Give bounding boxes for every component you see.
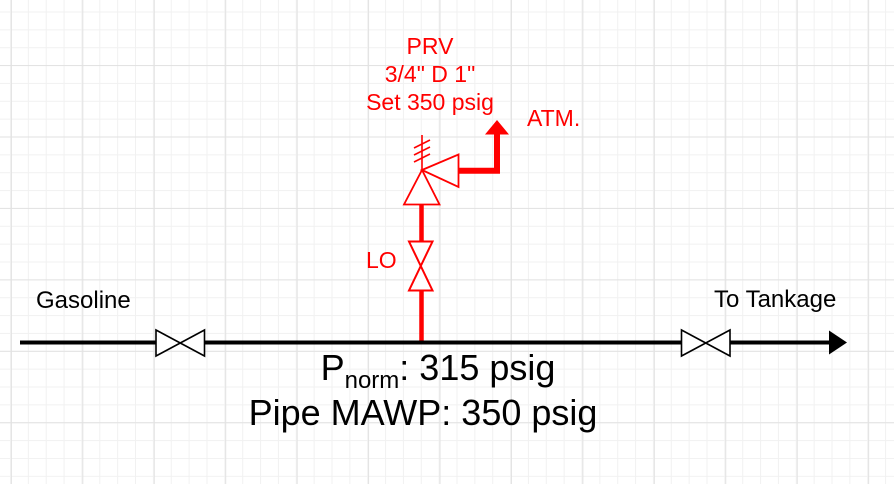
atm-label: ATM. <box>527 105 581 131</box>
prv-tag-label: PRV <box>406 33 454 59</box>
pressure-value: : 315 psig <box>399 347 556 388</box>
spring-icon <box>413 135 431 170</box>
prv-size-label: 3/4" D 1" <box>384 61 476 87</box>
gate-valve-right-icon <box>680 328 731 358</box>
normal-pressure-note: Pnorm: 315 psig <box>320 347 556 393</box>
prv-label-block: PRV 3/4" D 1" Set 350 psig <box>366 32 494 116</box>
pressure-symbol: P <box>320 347 345 388</box>
atm-vent-line <box>458 134 500 174</box>
lo-gate-valve-icon <box>407 240 435 292</box>
pressure-subscript: norm <box>344 367 400 395</box>
mawp-note: Pipe MAWP: 350 psig <box>248 392 598 433</box>
prv-set-pressure-label: Set 350 psig <box>366 89 494 115</box>
prv-relief-valve-icon <box>402 153 460 206</box>
lock-open-label: LO <box>366 247 397 273</box>
destination-stream-label: To Tankage <box>714 286 837 313</box>
source-stream-label: Gasoline <box>36 287 131 314</box>
gate-valve-left-icon <box>155 328 206 358</box>
flow-arrow-icon <box>829 330 847 355</box>
atm-vent-arrow-icon <box>485 120 509 135</box>
